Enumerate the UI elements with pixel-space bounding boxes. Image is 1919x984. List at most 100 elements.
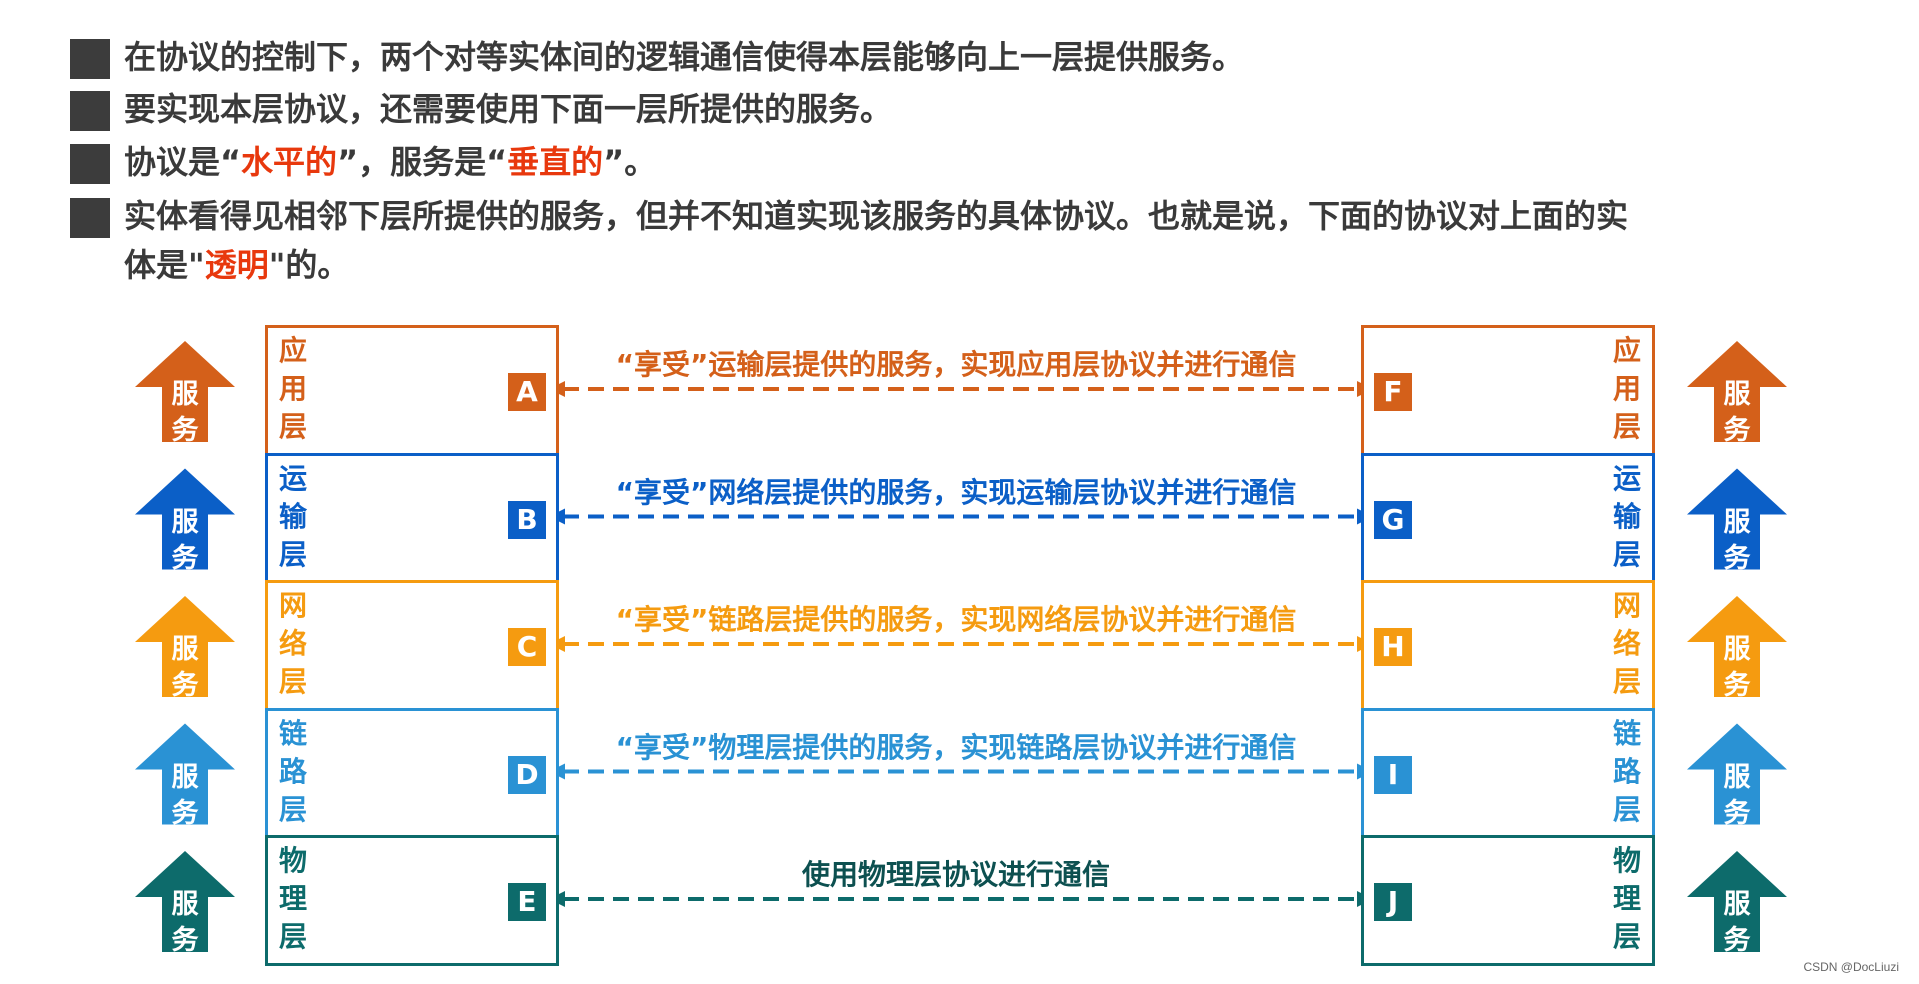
bullet-square [70, 39, 110, 79]
entity-badge: G [1374, 500, 1412, 539]
service-label: 服务 [1687, 505, 1787, 577]
layer-name-char: 层 [1612, 537, 1641, 571]
bullet-text: 要实现本层协议，还需要使用下面一层所提供的服务。 [124, 90, 893, 128]
layer-name-char: 链 [278, 716, 307, 750]
bullet-square [70, 91, 110, 131]
service-label: 服务 [1687, 887, 1787, 959]
service-char: 服 [171, 889, 199, 920]
layer-name-char: 层 [1612, 792, 1641, 826]
service-arrow-left-0 [135, 341, 235, 442]
bullet-text: 体是" [124, 246, 205, 284]
layer-name-char: 层 [278, 665, 307, 698]
service-char: 务 [1723, 670, 1751, 701]
layer-name-char: 层 [1612, 665, 1641, 698]
layer-name-char: 理 [1612, 882, 1641, 915]
service-char: 服 [1723, 506, 1751, 538]
service-arrow-right-2 [1687, 596, 1787, 697]
layer-name-char: 运 [1612, 461, 1641, 495]
layer-box-left: 物理层 E [265, 835, 559, 966]
layer-name-char: 应 [278, 334, 307, 367]
service-arrow-left-3 [135, 723, 235, 825]
service-arrow-right-3 [1687, 723, 1787, 825]
layer-name-char: 络 [1612, 627, 1641, 660]
bullet-text: ”。 [603, 143, 657, 181]
service-char: 服 [171, 761, 199, 793]
service-arrow-right-0 [1687, 341, 1787, 442]
layer-name-char: 网 [1612, 589, 1641, 622]
layer-name-char: 路 [1612, 754, 1641, 788]
layer-name: 物理层 [276, 842, 310, 956]
entity-badge: F [1374, 373, 1412, 411]
highlight-text: 垂直的 [507, 143, 604, 181]
entity-badge: D [508, 755, 546, 794]
service-char: 务 [171, 670, 199, 701]
layer-name-char: 用 [278, 372, 307, 405]
layer-name-char: 网 [278, 589, 307, 622]
service-arrow-right-4 [1687, 851, 1787, 952]
layer-name-char: 物 [278, 844, 307, 877]
protocol-message: 使用物理层协议进行通信 [801, 858, 1110, 891]
layer-name-char: 层 [278, 920, 307, 953]
layer-name-char: 层 [278, 410, 307, 443]
entity-badge: C [508, 628, 546, 666]
service-label: 服务 [135, 760, 235, 832]
layer-name: 应用层 [1610, 332, 1644, 446]
bullet-text: 协议是“ [124, 143, 242, 181]
entity-badge: H [1374, 628, 1412, 666]
layer-name: 网络层 [276, 587, 310, 701]
layer-name: 物理层 [1610, 842, 1644, 956]
bullet-square [70, 144, 110, 184]
service-arrow-left-2 [135, 596, 235, 697]
service-char: 服 [1723, 379, 1751, 410]
service-char: 服 [1723, 761, 1751, 793]
bullet-text-line: 实体看得见相邻下层所提供的服务，但并不知道实现该服务的具体协议。也就是说，下面的… [124, 196, 1628, 236]
layer-name: 运输层 [276, 460, 310, 574]
bullet-text-line: 在协议的控制下，两个对等实体间的逻辑通信使得本层能够向上一层提供服务。 [124, 37, 1244, 77]
layer-name: 应用层 [276, 332, 310, 446]
layer-name-char: 络 [278, 627, 307, 660]
highlight-text: 透明 [204, 246, 269, 284]
bullet-text: ”，服务是“ [337, 143, 508, 181]
layer-name-char: 输 [278, 499, 307, 533]
layer-name: 运输层 [1610, 460, 1644, 574]
service-label: 服务 [1687, 632, 1787, 704]
layer-box-left: 网络层 C [265, 580, 559, 711]
layer-name: 链路层 [276, 715, 310, 829]
entity-badge: A [508, 373, 546, 411]
layer-name: 网络层 [1610, 587, 1644, 701]
layer-box-right: 应用层 F [1361, 325, 1655, 456]
layer-name-char: 层 [278, 537, 307, 571]
bullet-text: 在协议的控制下，两个对等实体间的逻辑通信使得本层能够向上一层提供服务。 [124, 38, 1245, 76]
layer-box-left: 链路层 D [265, 707, 559, 838]
bullet-text-line: 协议是“水平的”，服务是“垂直的”。 [124, 142, 656, 182]
layer-name-char: 层 [278, 792, 307, 826]
layer-name-char: 用 [1612, 372, 1641, 405]
entity-badge: E [508, 883, 546, 921]
layer-box-left: 运输层 B [265, 452, 559, 583]
service-label: 服务 [135, 887, 235, 959]
entity-badge: B [508, 500, 546, 539]
layer-name-char: 输 [1612, 499, 1641, 533]
protocol-message: “享受”物理层提供的服务，实现链路层协议并进行通信 [615, 730, 1297, 764]
layer-box-left: 应用层 A [265, 325, 559, 456]
layer-name-char: 链 [1612, 716, 1641, 750]
layer-name-char: 应 [1612, 334, 1641, 367]
bullet-text: "的。 [268, 246, 350, 284]
service-arrow-left-1 [135, 468, 235, 570]
service-char: 服 [171, 506, 199, 538]
layer-name-char: 层 [1612, 410, 1641, 443]
service-char: 服 [171, 379, 199, 410]
protocol-message: “享受”链路层提供的服务，实现网络层协议并进行通信 [615, 603, 1297, 636]
bullet-text: 实体看得见相邻下层所提供的服务，但并不知道实现该服务的具体协议。也就是说，下面的… [124, 197, 1629, 235]
layer-name-char: 运 [278, 461, 307, 495]
service-char: 务 [1723, 415, 1751, 446]
protocol-message: “享受”运输层提供的服务，实现应用层协议并进行通信 [615, 348, 1297, 381]
service-char: 服 [1723, 634, 1751, 665]
service-label: 服务 [1687, 377, 1787, 449]
service-char: 务 [1723, 542, 1751, 574]
layer-box-right: 网络层 H [1361, 580, 1655, 711]
service-label: 服务 [135, 632, 235, 704]
